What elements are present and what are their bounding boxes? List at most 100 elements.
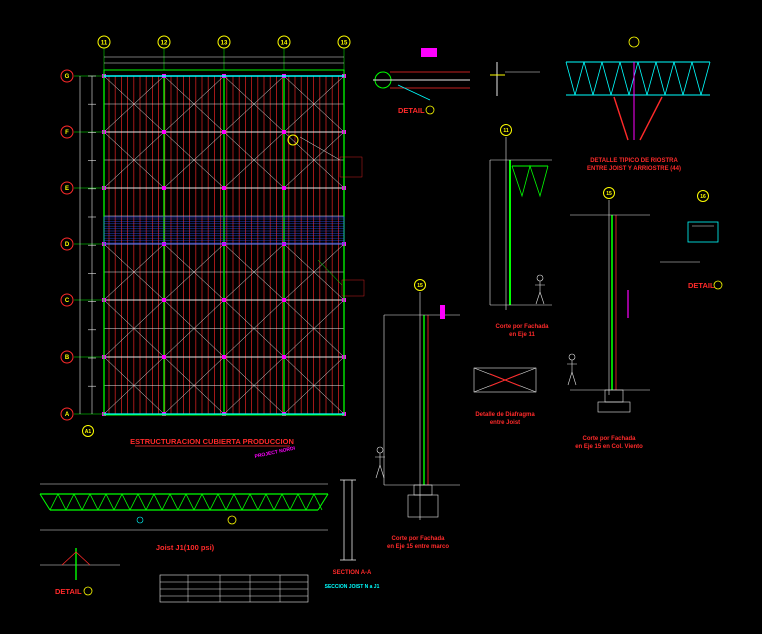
grid-row-bubble [60, 237, 74, 251]
joist-web [289, 493, 299, 511]
right-detail: 16 DETAIL [660, 190, 723, 290]
joist-web [257, 493, 267, 511]
diaphragm-title-1: Detalle de Diafragma [475, 412, 535, 418]
brace-diagonal [163, 356, 225, 415]
grid-column-label: 15 [341, 41, 348, 47]
callout-leader [299, 136, 341, 161]
detail-right-title: DETAIL [688, 281, 715, 290]
section-aa-subtitle: SECCION JOIST N a J1 [325, 584, 380, 590]
detail-top-title: DETAIL [398, 106, 425, 115]
brace-right [639, 96, 663, 141]
bottom-left-detail: DETAIL [40, 548, 120, 596]
person-body [375, 453, 385, 479]
column-marker [162, 298, 166, 302]
joist-web [169, 493, 179, 511]
callout-note-box [339, 156, 363, 178]
section-axis-11: 11 Corte por Fachada en Eje 11 [489, 124, 552, 338]
person-body [535, 281, 545, 305]
grid-column-label: 13 [221, 41, 228, 47]
truss-web [601, 61, 612, 96]
grid-row-label: E [65, 186, 69, 192]
section-15b-footing-2 [407, 494, 439, 518]
brace-diagonal [163, 75, 225, 133]
brace-diagonal [223, 131, 285, 189]
grid-row-bubble [60, 125, 74, 139]
plan-bubble-a1 [82, 425, 94, 437]
truss-web [646, 61, 657, 96]
joist-web [217, 493, 227, 511]
bracing-title-2: ENTRE JOIST Y ARRIOSTRE (44) [587, 166, 681, 172]
truss-web [565, 61, 576, 96]
column-marker [162, 130, 166, 134]
joist-web [145, 493, 155, 511]
section-aa-title: SECTION A-A [333, 570, 372, 576]
joist-web [209, 493, 219, 511]
brace-diagonal [163, 243, 225, 301]
section-15a-bubble-label: 15 [606, 191, 612, 197]
truss-web [637, 61, 648, 96]
column-marker [222, 298, 226, 302]
brace-diagonal [103, 299, 165, 358]
truss-web [682, 61, 693, 96]
truss-web [655, 61, 666, 96]
detail-bl-gusset [61, 551, 91, 566]
grid-row-label: G [65, 74, 70, 80]
grid-column-label: 14 [281, 41, 288, 47]
grid-row-bubble [60, 181, 74, 195]
truss-web [592, 61, 603, 96]
section-15a-title-2: en Eje 15 en Col. Viento [575, 444, 643, 450]
grid-column-label: 11 [101, 41, 108, 47]
truss-web [619, 61, 630, 96]
detail-right-box [687, 221, 719, 243]
bracing-bubble [628, 36, 640, 48]
grid-column-bubble [97, 35, 111, 49]
section-15b-person-figure [375, 446, 385, 479]
section-15b-bubble [414, 279, 426, 291]
joist-web [273, 493, 283, 511]
truss-web [700, 61, 711, 96]
grid-row-label: F [65, 130, 69, 136]
joist-web [137, 493, 147, 511]
joist-web [193, 493, 203, 511]
plan-bubble-a1-label: A1 [85, 429, 92, 435]
joist-web [153, 493, 163, 511]
detail-tag [421, 48, 437, 57]
section-15b-title-2: en Eje 15 entre marco [387, 544, 449, 550]
section-11-title-1: Corte por Fachada [495, 324, 549, 330]
plan-hatch-lines [104, 218, 344, 244]
detail-bottom-bubble [83, 586, 93, 596]
detail-right-small-bubble [713, 280, 723, 290]
grid-row-bubble [60, 350, 74, 364]
grid-row-bubble [60, 407, 74, 421]
joist-title: Joist J1(100 psi) [156, 543, 215, 552]
left-dimension-ticks [88, 75, 96, 387]
brace-diagonal [223, 356, 285, 415]
joist-web [249, 493, 259, 511]
grid-row-bubble [60, 69, 74, 83]
bracing-title-1: DETALLE TIPICO DE RIOSTRA [590, 158, 678, 164]
joist-web [65, 493, 75, 511]
column-marker [222, 130, 226, 134]
joist-web [233, 493, 243, 511]
diaphragm-detail: Detalle de Diafragma entre Joist [473, 367, 537, 426]
truss-web [691, 61, 702, 96]
grid-column-bubble [337, 35, 351, 49]
joist-web [97, 493, 107, 511]
detail-bottom-title: DETAIL [55, 587, 82, 596]
truss-web [583, 61, 594, 96]
joist-web [57, 493, 67, 511]
brace-diagonal [103, 243, 165, 301]
grid-row-label: C [65, 298, 70, 304]
truss-web [673, 61, 684, 96]
joist-web [241, 493, 251, 511]
joist-web [265, 493, 275, 511]
joist-web [297, 493, 307, 511]
brace-diagonal [103, 356, 165, 415]
plan-hatch-band [103, 216, 345, 245]
callout-leader-2 [317, 259, 343, 286]
column-marker [282, 130, 286, 134]
